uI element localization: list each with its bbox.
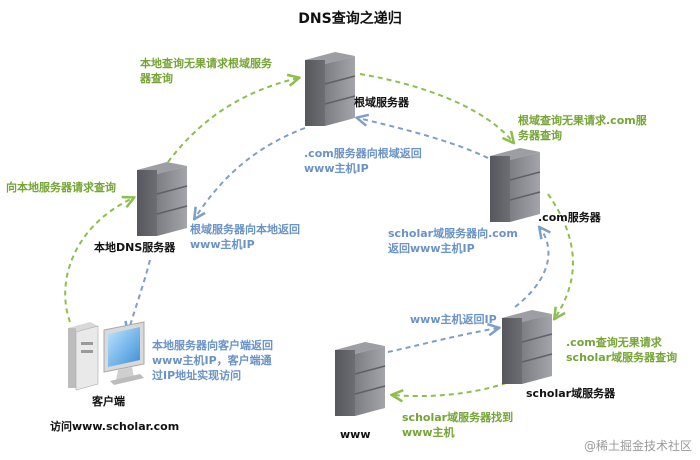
label-local-to-root: 本地查询无果请求根域服务 器查询 xyxy=(140,57,272,85)
label-local-to-client: 本地服务器向客户端返回 www主机IP，客户端通 过IP地址实现访问 xyxy=(152,339,273,382)
client-computer-icon xyxy=(68,321,145,391)
arrow-scholar-to-www xyxy=(393,379,516,396)
label-com-to-scholar: .com查询无果请求 scholar域服务器查询 xyxy=(566,336,678,364)
client-visit-label: 访问www.scholar.com xyxy=(50,419,179,433)
com-server-label: .com服务器 xyxy=(538,210,602,224)
com-server-icon xyxy=(490,148,541,222)
arrow-root-to-local xyxy=(195,127,306,218)
label-root-to-com: 根域查询无果请求.com服 务器查询 xyxy=(518,114,647,142)
arrow-local-to-client xyxy=(128,259,151,332)
www-server-label: www xyxy=(340,428,371,441)
scholar-server-icon xyxy=(502,310,553,384)
label-com-to-root: .com服务器向根域返回 www主机IP xyxy=(304,147,422,175)
root-server-label: 根域服务器 xyxy=(354,95,410,109)
root-server-icon xyxy=(305,52,356,126)
watermark: @稀土掘金技术社区 xyxy=(583,439,692,453)
page-title: DNS查询之递归 xyxy=(298,11,402,27)
label-www-to-scholar: www主机返回IP xyxy=(410,313,497,326)
arrow-root-to-com xyxy=(359,73,513,142)
arrow-local-to-root xyxy=(167,78,298,163)
label-scholar-to-www: scholar域服务器找到 www主机 xyxy=(402,411,514,439)
arrow-com-to-root xyxy=(358,118,489,159)
www-server-icon xyxy=(335,342,386,416)
scholar-server-label: scholar域服务器 xyxy=(526,386,616,400)
arrow-www-to-scholar xyxy=(387,328,498,353)
label-root-to-local: 根域服务器向本地返回 www主机IP xyxy=(190,223,300,251)
arrow-client-to-local xyxy=(64,198,133,323)
client-label: 客户端 xyxy=(91,394,125,408)
local-dns-server-icon xyxy=(137,162,188,236)
local-dns-server-label: 本地DNS服务器 xyxy=(94,240,176,254)
arrow-scholar-to-com xyxy=(514,228,548,308)
label-client-to-local: 向本地服务器请求查询 xyxy=(6,181,116,194)
arrow-com-to-scholar xyxy=(547,193,574,318)
label-scholar-to-com: scholar域服务器向.com 返回www主机IP xyxy=(388,227,518,255)
